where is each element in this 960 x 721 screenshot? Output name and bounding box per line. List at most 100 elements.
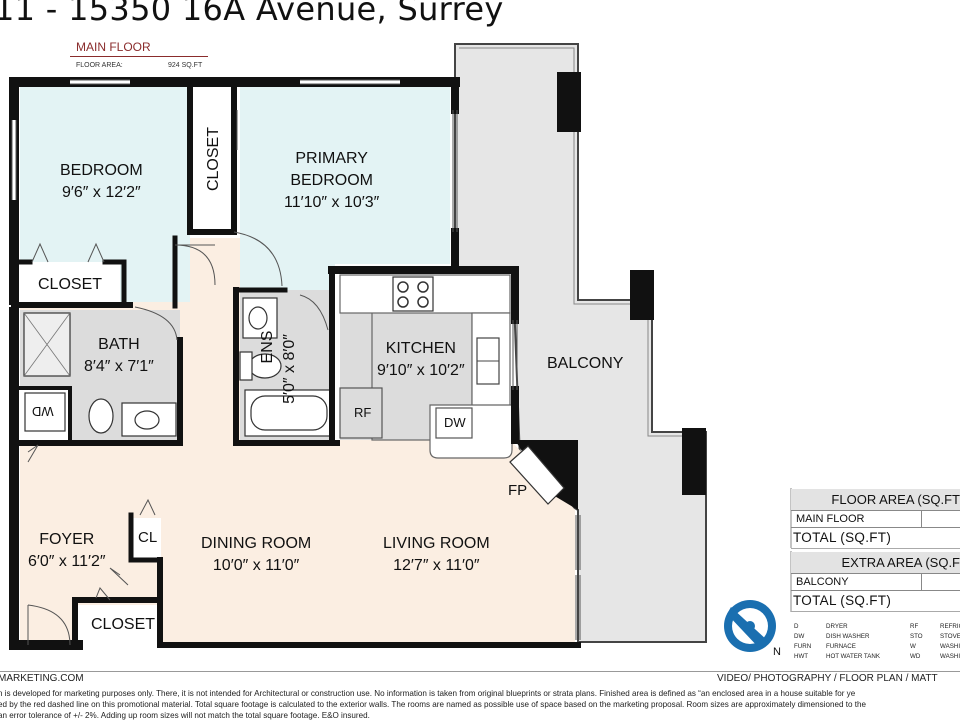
legend-code: W: [910, 643, 916, 650]
foyer-name: FOYER: [39, 531, 95, 548]
floor-area-label: FLOOR AREA:: [76, 62, 123, 69]
foyer-dim: 6′0″ x 11′2″: [28, 553, 106, 570]
closet-top-floor: [194, 87, 234, 227]
legend-code: FURN: [794, 643, 812, 650]
legend-code: WD: [910, 653, 921, 660]
legend-desc: STOVE: [940, 633, 960, 640]
cl-label: CL: [138, 529, 158, 546]
section-underline: [70, 56, 208, 57]
footer-website: MARKETING.COM: [0, 673, 84, 684]
burner: [417, 281, 429, 293]
legend-code: DW: [794, 633, 805, 640]
bath-sink: [134, 410, 160, 430]
closet-bedroom-floor: [20, 262, 120, 302]
balcony-area: [454, 43, 707, 643]
floor-area-row-label: MAIN FLOOR: [796, 513, 865, 525]
balcony-column: [630, 270, 654, 320]
ens-name: ENS: [259, 330, 276, 364]
extra-area-row: BALCONY: [791, 574, 960, 591]
burner: [417, 296, 429, 308]
extra-area-table-header: EXTRA AREA (SQ.F: [791, 552, 960, 574]
legend-code: STO: [910, 633, 923, 640]
closet-foyer-label: CLOSET: [91, 614, 155, 636]
burner: [397, 281, 409, 293]
ens-label: ENS 5′0″ x 8′0″: [248, 330, 348, 404]
closet-foyer-name: CLOSET: [91, 616, 156, 633]
legend-code: HWT: [794, 653, 809, 660]
floor-area-table-header: FLOOR AREA (SQ.FT: [791, 489, 960, 511]
legend-desc: REFRIC: [940, 623, 960, 630]
ensuite-sink: [248, 306, 268, 330]
windows: [12, 80, 400, 200]
floor-area-value: 924 SQ.FT: [168, 62, 203, 69]
section-title: MAIN FLOOR: [76, 40, 151, 54]
legend-desc: WASHI: [940, 653, 960, 660]
shower-line: [23, 312, 71, 377]
bathtub-inner: [250, 395, 328, 431]
disclaimer: n is developed for marketing purposes on…: [0, 688, 960, 721]
legend-desc: DRYER: [826, 623, 848, 630]
closet-bedroom-label: CLOSET: [38, 274, 102, 296]
floor-area-row: MAIN FLOOR: [791, 511, 960, 528]
compass-north-label: N: [773, 646, 781, 658]
burner: [397, 296, 409, 308]
dw-appliance: [435, 407, 473, 439]
closet-bedroom-name: CLOSET: [38, 276, 103, 293]
wd-label: WD: [32, 404, 54, 419]
legend-desc: WASHI: [940, 643, 960, 650]
closet-top-name: CLOSET: [205, 127, 222, 192]
floor-area-table: FLOOR AREA (SQ.FT MAIN FLOOR TOTAL (SQ.F…: [791, 489, 960, 549]
bath-name: BATH: [98, 336, 140, 353]
extra-area-total: TOTAL (SQ.FT): [791, 591, 960, 612]
dining-label: DINING ROOM 10′0″ x 11′0″: [201, 533, 311, 577]
bath-label: BATH 8′4″ x 7′1″: [84, 334, 154, 378]
footer-services: VIDEO/ PHOTOGRAPHY / FLOOR PLAN / MATT: [717, 673, 938, 684]
disclaimer-line: an error tolerance of +/- 2%. Adding up …: [0, 711, 370, 720]
disclaimer-line: n is developed for marketing purposes on…: [0, 689, 856, 698]
fireplace: [509, 445, 565, 505]
primary-bedroom-label: PRIMARY BEDROOM 11′10″ x 10′3″: [284, 148, 379, 214]
legend-desc: DISH WASHER: [826, 633, 870, 640]
balcony-name: BALCONY: [547, 355, 624, 372]
kitchen-label: KITCHEN 9′10″ x 10′2″: [377, 338, 465, 382]
balcony-inner-line: [459, 47, 702, 437]
primary-dim: 11′10″ x 10′3″: [284, 194, 380, 211]
foyer-label: FOYER 6′0″ x 11′2″: [28, 529, 106, 573]
dining-dim: 10′0″ x 11′0″: [212, 557, 300, 574]
ensuite-toilet-tank: [239, 351, 253, 381]
kitchen-dim: 9′10″ x 10′2″: [377, 362, 465, 379]
fp-label: FP: [508, 482, 528, 499]
cl-floor: [131, 518, 161, 560]
bedroom-dim: 9′6″ x 12′2″: [61, 184, 141, 201]
bedroom-label: BEDROOM 9′6″ x 12′2″: [60, 160, 143, 204]
extra-area-row-value: [921, 574, 960, 590]
legend-code: RF: [910, 623, 919, 630]
legend-desc: HOT WATER TANK: [826, 653, 880, 660]
primary-bedroom-floor: [240, 87, 450, 290]
floor-area-row-value: [921, 511, 960, 527]
page-title: 11 - 15350 16A Avenue, Surrey: [0, 0, 504, 28]
door-swings: [27, 231, 329, 646]
legend-code: D: [794, 623, 799, 630]
footer-divider: [0, 671, 960, 672]
living-dim: 12′7″ x 11′0″: [393, 557, 480, 574]
extra-area-row-label: BALCONY: [796, 576, 849, 588]
bedroom-name: BEDROOM: [60, 162, 143, 179]
foyer-closet-floor: [78, 605, 160, 642]
rf-appliance: [339, 387, 383, 439]
primary-name-2: BEDROOM: [290, 172, 373, 189]
dw-label: DW: [444, 415, 466, 430]
extra-area-table: EXTRA AREA (SQ.F BALCONY TOTAL (SQ.FT): [791, 552, 960, 612]
wd-appliance: [24, 392, 66, 432]
primary-name-1: PRIMARY: [295, 150, 368, 167]
floor-area-total: TOTAL (SQ.FT): [791, 528, 960, 549]
living-label: LIVING ROOM 12′7″ x 11′0″: [383, 533, 490, 577]
legend-desc: FURNACE: [826, 643, 856, 650]
toilet-bath: [88, 398, 114, 434]
rf-label: RF: [354, 405, 372, 420]
bath-dim: 8′4″ x 7′1″: [84, 358, 154, 375]
balcony-column: [682, 428, 706, 495]
compass-icon: [724, 600, 776, 652]
closet-top-label: CLOSET: [198, 127, 230, 191]
